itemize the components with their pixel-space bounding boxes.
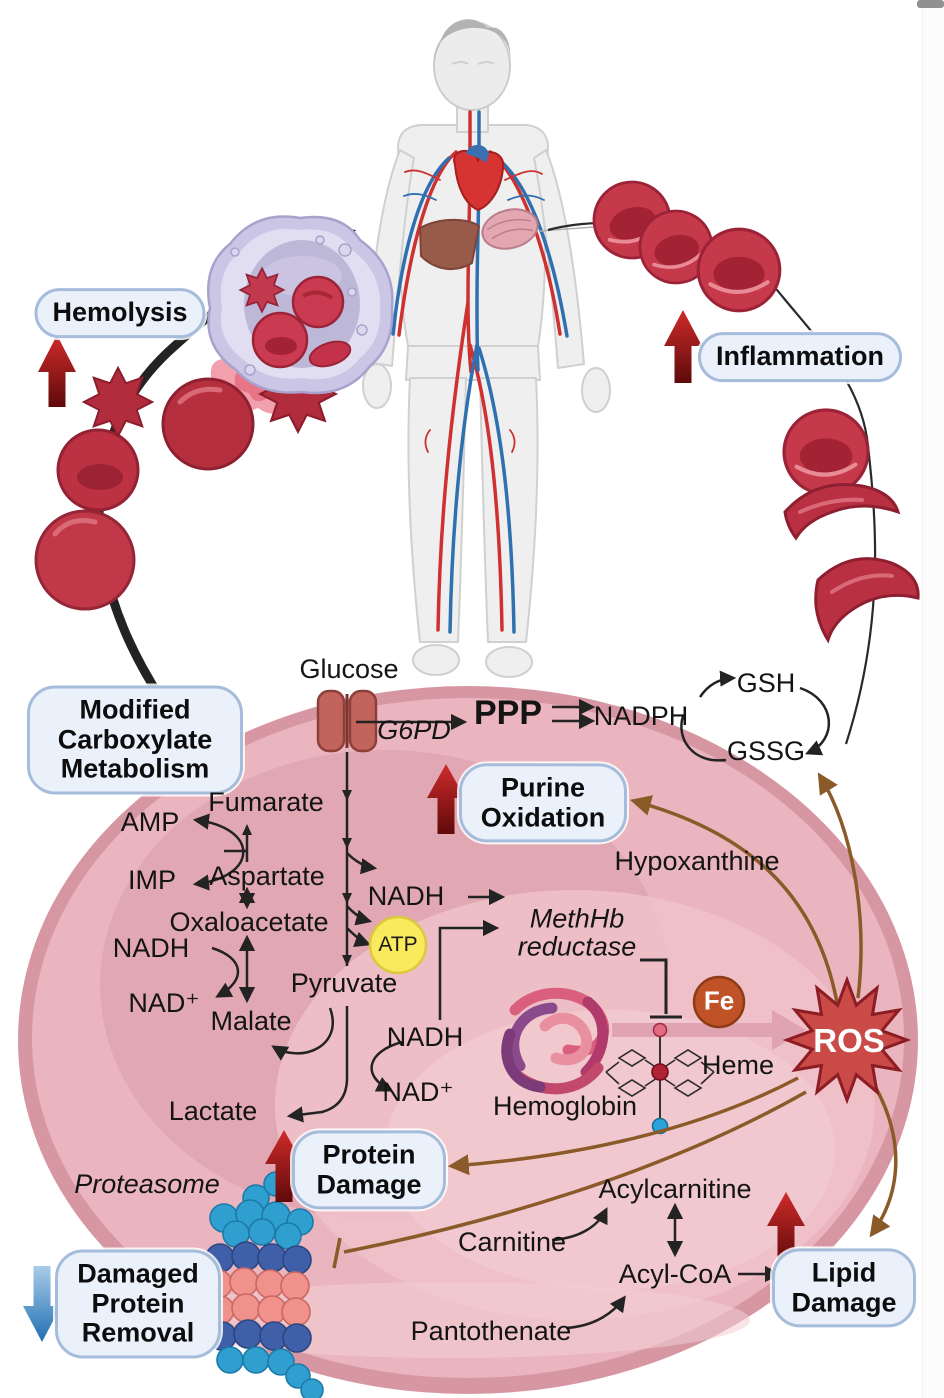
label-hypoxanthine: Hypoxanthine xyxy=(614,845,780,876)
pill-hemolysis: Hemolysis xyxy=(34,288,206,338)
label-amp: AMP xyxy=(120,806,180,837)
pill-protein-damage: Protein Damage xyxy=(292,1130,446,1210)
label-nad-left: NAD⁺ xyxy=(128,987,200,1018)
label-aspartate: Aspartate xyxy=(209,860,325,891)
label-gsh: GSH xyxy=(736,667,796,698)
label-nadh-center: NADH xyxy=(367,880,445,911)
label-ros: ROS xyxy=(813,1022,885,1059)
label-pyruvate: Pyruvate xyxy=(290,967,398,998)
label-proteasome: Proteasome xyxy=(74,1168,220,1199)
label-nadh-right: NADH xyxy=(386,1021,464,1052)
label-fumarate: Fumarate xyxy=(208,786,324,817)
hemoglobin-illustration xyxy=(501,987,610,1095)
pathway-arrows xyxy=(192,670,831,1330)
label-atp: ATP xyxy=(378,933,418,956)
label-pantothenate: Pantothenate xyxy=(410,1315,572,1346)
label-acylcarnitine: Acylcarnitine xyxy=(598,1173,752,1204)
label-malate: Malate xyxy=(210,1005,292,1036)
label-g6pd: G6PD xyxy=(377,714,451,745)
label-lactate: Lactate xyxy=(168,1095,258,1126)
rouleaux-rbc-chain xyxy=(583,171,779,310)
fe-circle xyxy=(692,975,746,1029)
label-fe: Fe xyxy=(703,985,735,1016)
label-heme: Heme xyxy=(701,1049,775,1080)
scrollbar-track[interactable] xyxy=(922,0,944,1398)
label-ppp: PPP xyxy=(473,694,543,733)
spleen-illustration xyxy=(481,208,539,250)
label-hemoglobin: Hemoglobin xyxy=(492,1090,638,1121)
ros-effect-arrows xyxy=(332,772,898,1269)
scrollbar-thumb[interactable] xyxy=(917,0,944,8)
label-methhb-reductase: MethHb reductase xyxy=(517,903,637,962)
atp-circle xyxy=(368,915,428,975)
label-nadh-left: NADH xyxy=(112,932,190,963)
label-glucose: Glucose xyxy=(299,653,399,684)
hemoglobin-to-ros-arrow xyxy=(612,1010,806,1050)
label-carnitine: Carnitine xyxy=(457,1226,567,1257)
label-oxaloacetate: Oxaloacetate xyxy=(169,906,329,937)
pill-modified-carboxylate-metabolism: Modified Carboxylate Metabolism xyxy=(27,685,243,795)
pill-inflammation: Inflammation xyxy=(697,332,903,382)
label-nadph: NADPH xyxy=(593,700,689,731)
macrophage-illustration xyxy=(206,215,394,395)
heart-illustration xyxy=(453,144,505,211)
decrease-arrow xyxy=(23,1266,61,1342)
pill-damaged-protein-removal: Damaged Protein Removal xyxy=(55,1249,221,1359)
heme-structure xyxy=(605,1022,715,1135)
label-nad-right: NAD⁺ xyxy=(382,1076,454,1107)
proteasome-illustration xyxy=(203,1171,324,1398)
human-body-illustration xyxy=(362,19,611,678)
sickle-rbc-sequence xyxy=(784,410,920,644)
pill-purine-oxidation: Purine Oxidation xyxy=(459,763,627,843)
label-imp: IMP xyxy=(127,864,177,895)
ros-starburst xyxy=(782,975,912,1105)
label-gssg: GSSG xyxy=(726,735,806,766)
liver-illustration xyxy=(419,218,480,271)
pill-lipid-damage: Lipid Damage xyxy=(772,1248,916,1328)
label-acyl-coa: Acyl-CoA xyxy=(618,1258,732,1289)
